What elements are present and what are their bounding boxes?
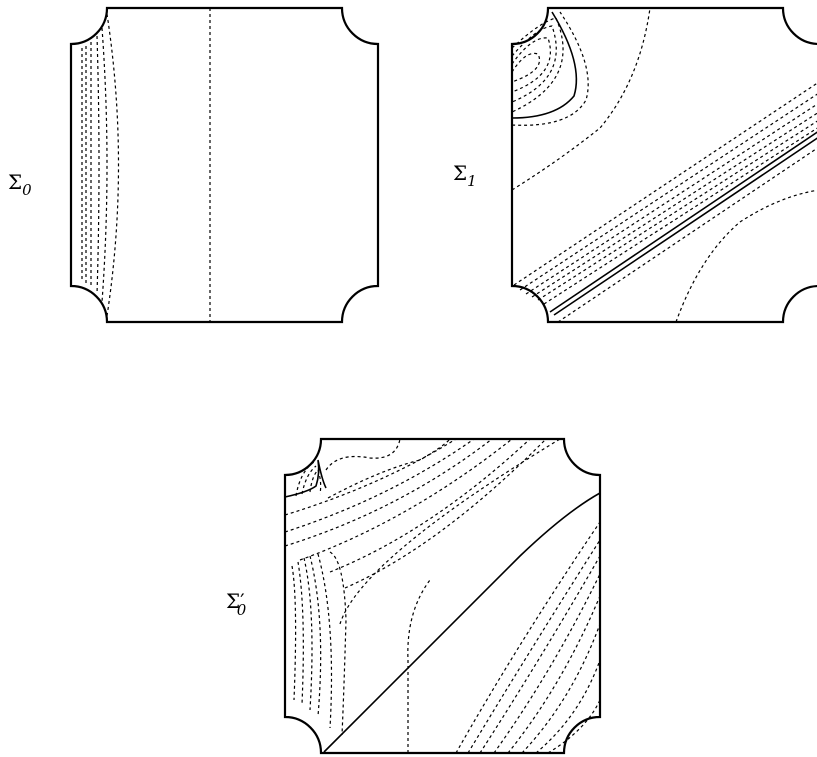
panel-sigma-0-prime-label: Σ′0: [226, 589, 247, 619]
panel-sigma-0-label: Σ0: [8, 170, 32, 199]
panel-sigma-0: Σ0: [8, 6, 380, 324]
panel-sigma-1: Σ1: [453, 6, 817, 324]
panel-sigma-0-prime-contours: [284, 438, 601, 754]
panel-sigma-0-contours: [81, 8, 211, 322]
panel-sigma-1-contours: [511, 7, 817, 323]
panel-sigma-0-boundary: [69, 6, 380, 324]
panel-sigma-0-prime: Σ′0: [226, 437, 602, 755]
panel-sigma-1-label: Σ1: [453, 161, 477, 190]
panel-sigma-0-prime-boundary: [283, 437, 602, 755]
panel-sigma-1-boundary: [510, 6, 817, 324]
